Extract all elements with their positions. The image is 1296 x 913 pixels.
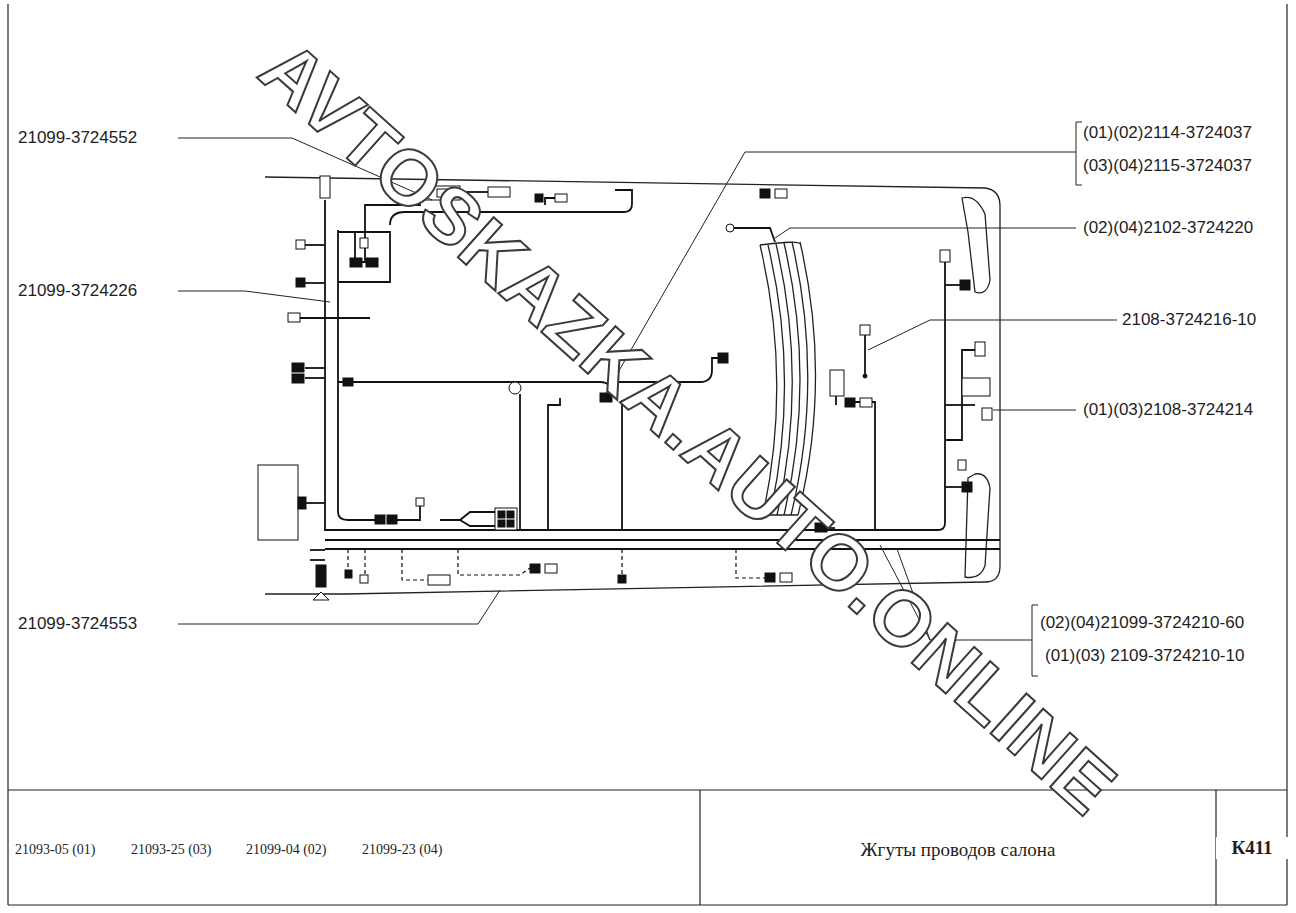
- part-number: (01)(02)2114-3724037: [1081, 123, 1254, 143]
- model-code: 21099-23 (04): [360, 842, 445, 858]
- model-code: 21093-05 (01): [13, 842, 98, 858]
- part-number: (01)(03) 2109-3724210-10: [1043, 646, 1246, 666]
- part-number: (03)(04)2115-3724037: [1081, 156, 1254, 176]
- model-code: 21093-25 (03): [129, 842, 214, 858]
- model-code: 21099-04 (02): [244, 842, 329, 858]
- sheet-title: Жгуты проводов салона: [700, 839, 1216, 861]
- underfloor-leads: [348, 549, 765, 582]
- part-number: 21099-3724226: [16, 281, 139, 301]
- part-number: (01)(03)2108-3724214: [1081, 400, 1255, 420]
- part-number: (02)(04)21099-3724210-60: [1038, 613, 1246, 633]
- part-number: 2108-3724216-10: [1120, 310, 1258, 330]
- part-number: 21099-3724553: [16, 614, 139, 634]
- part-number: (02)(04)2102-3724220: [1081, 218, 1255, 238]
- part-number: 21099-3724552: [16, 128, 139, 148]
- frame: [8, 4, 1287, 905]
- sheet-code: К411: [1216, 837, 1288, 859]
